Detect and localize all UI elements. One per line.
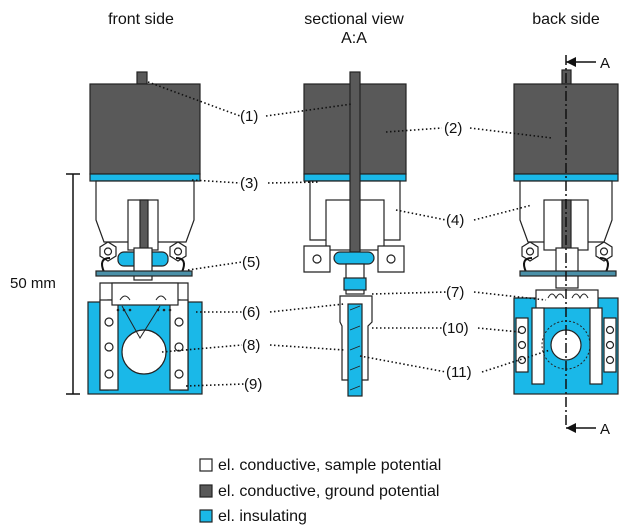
front-rod [139,199,149,253]
callout-4: (4) [446,212,464,229]
legend-swatch-insulating [199,509,213,523]
callout-10: (10) [442,320,469,337]
section-marker-bottom: A [600,421,610,438]
callout-6: (6) [242,304,260,321]
legend-swatch-ground [199,484,213,498]
section-marker-top: A [600,55,610,72]
section-arrow-bottom [566,423,576,433]
front-view [87,71,203,395]
callout-labels: (1) (2) (3) (4) (5) (6) (7) (8) (9) (10)… [240,108,472,393]
section-rod [349,71,361,259]
front-sample-window [121,329,167,375]
callout-2: (2) [444,120,462,137]
section-insulator-7 [343,277,367,291]
front-insulating-strip [89,173,201,182]
title-front-side: front side [108,11,174,28]
callout-8: (8) [242,337,260,354]
legend-label-sample: el. conductive, sample potential [218,457,441,474]
legend-swatch-sample [199,458,213,472]
callout-3: (3) [240,175,258,192]
callout-11: (11) [446,364,472,381]
title-section-aa: A:A [341,30,367,47]
section-clamp [333,251,375,265]
callout-9: (9) [244,376,262,393]
back-view: A A [513,55,619,438]
sectional-view [303,71,407,397]
dimension-label: 50 mm [10,275,56,292]
legend: el. conductive, sample potential el. con… [199,457,441,525]
dimension-50mm: 50 mm [10,173,80,395]
section-arrow-top [566,57,576,67]
front-plate [95,270,193,277]
front-spring-left [101,257,111,273]
front-pin [136,71,148,85]
legend-label-ground: el. conductive, ground potential [218,483,439,500]
front-spring-right [175,257,185,273]
title-back-side: back side [532,11,600,28]
callout-leaders [147,81,553,387]
front-ground-block [89,83,201,175]
title-sectional-view: sectional view [304,11,404,28]
legend-label-insulating: el. insulating [218,508,307,525]
callout-7: (7) [446,284,464,301]
callout-5: (5) [242,254,260,271]
callout-1: (1) [240,108,258,125]
